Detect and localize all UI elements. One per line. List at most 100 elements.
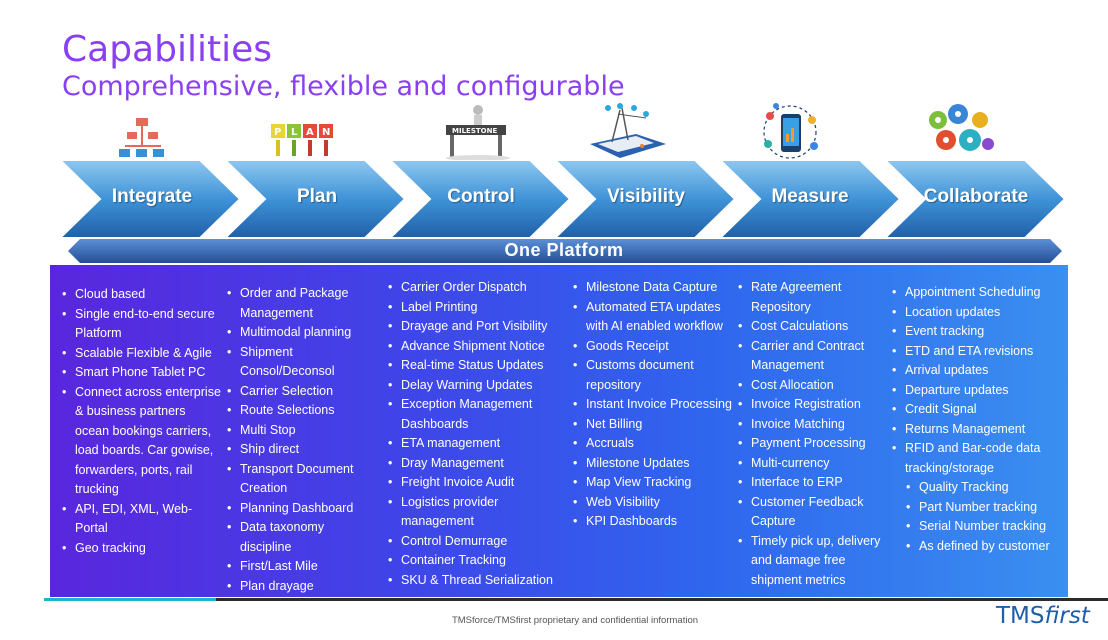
list-item: Goods Receipt <box>573 337 733 357</box>
list-item: Multimodal planning <box>227 323 367 343</box>
list-item: Shipment Consol/Deconsol <box>227 343 367 382</box>
list-item: Logistics provider management <box>388 493 560 532</box>
list-item: Payment Processing <box>738 434 888 454</box>
chevron-control <box>388 160 572 238</box>
chevron-plan <box>223 160 407 238</box>
list-item: Multi-currency <box>738 454 888 474</box>
list-item: Multi Stop <box>227 421 367 441</box>
list-item: Exception Management Dashboards <box>388 395 560 434</box>
list-item: Map View Tracking <box>573 473 733 493</box>
list-item: Event tracking <box>892 322 1064 342</box>
list-item: Cost Allocation <box>738 376 888 396</box>
list-item: Location updates <box>892 303 1064 323</box>
confidentiality-notice: TMSforce/TMSfirst proprietary and confid… <box>451 615 699 626</box>
list-item: Planning Dashboard <box>227 499 367 519</box>
list-item: Drayage and Port Visibility <box>388 317 560 337</box>
list-item: Delay Warning Updates <box>388 376 560 396</box>
list-item: First/Last Mile <box>227 557 367 577</box>
list-item: Transport Document Creation <box>227 460 367 499</box>
svg-text:MILESTONE: MILESTONE <box>452 127 497 135</box>
platform-arrow-bar <box>68 239 1062 263</box>
footer-divider <box>216 598 1108 601</box>
list-item: Invoice Matching <box>738 415 888 435</box>
list-item: Route Selections <box>227 401 367 421</box>
list-item: Timely pick up, delivery and damage free… <box>738 532 888 591</box>
logo-main-text: TMS <box>996 603 1045 629</box>
stage-label-integrate: Integrate <box>111 186 193 207</box>
plan-blocks-icon: P L A N <box>271 124 333 156</box>
list-item: Advance Shipment Notice <box>388 337 560 357</box>
list-item: Freight Invoice Audit <box>388 473 560 493</box>
stage-label-measure: Measure <box>771 186 849 207</box>
platform-label: One Platform <box>504 240 624 260</box>
collaborate-list: Appointment Scheduling Location updates … <box>892 283 1064 556</box>
list-item: Plan drayage <box>227 577 367 597</box>
list-item: ETD and ETA revisions <box>892 342 1064 362</box>
milestone-figure-icon: MILESTONE <box>446 105 510 161</box>
list-item: Ship direct <box>227 440 367 460</box>
sub-list-item: As defined by customer <box>906 537 1064 557</box>
list-item: Automated ETA updates with AI enabled wo… <box>573 298 733 337</box>
gears-collaboration-icon <box>929 104 994 151</box>
list-item: Customer Feedback Capture <box>738 493 888 532</box>
control-list: Carrier Order Dispatch Label Printing Dr… <box>388 278 560 590</box>
list-item: Carrier Order Dispatch <box>388 278 560 298</box>
list-item: ETA management <box>388 434 560 454</box>
visibility-list: Milestone Data Capture Automated ETA upd… <box>573 278 733 532</box>
list-item: Milestone Data Capture <box>573 278 733 298</box>
footer-divider-accent <box>44 598 216 601</box>
chevron-integrate <box>60 160 242 238</box>
list-item: Web Visibility <box>573 493 733 513</box>
list-item: Returns Management <box>892 420 1064 440</box>
list-item: Order and Package Management <box>227 284 367 323</box>
stage-label-collaborate: Collaborate <box>923 186 1029 207</box>
list-item: Rate Agreement Repository <box>738 278 888 317</box>
chevron-collaborate <box>883 160 1067 238</box>
list-item: Carrier Selection <box>227 382 367 402</box>
list-item: Control Demurrage <box>388 532 560 552</box>
chevron-visibility <box>553 160 737 238</box>
stage-label-control: Control <box>447 186 515 207</box>
org-chart-icon <box>119 118 164 157</box>
list-item: Data taxonomy discipline <box>227 518 367 557</box>
page-title: Capabilities <box>62 29 272 70</box>
svg-text:A: A <box>306 127 314 138</box>
stage-label-visibility: Visibility <box>607 186 685 207</box>
list-item: API, EDI, XML, Web-Portal <box>62 500 222 539</box>
list-item: SKU & Thread Serialization <box>388 571 560 591</box>
svg-text:P: P <box>274 127 281 138</box>
list-item: Real-time Status Updates <box>388 356 560 376</box>
list-item: Milestone Updates <box>573 454 733 474</box>
list-item: Single end-to-end secure Platform <box>62 305 222 344</box>
list-item: Instant Invoice Processing <box>573 395 733 415</box>
list-item: Interface to ERP <box>738 473 888 493</box>
list-item: Scalable Flexible & Agile <box>62 344 222 364</box>
integrate-list: Cloud based Single end-to-end secure Pla… <box>62 285 222 558</box>
list-item: Invoice Registration <box>738 395 888 415</box>
chevron-measure <box>718 160 902 238</box>
stage-label-plan: Plan <box>296 186 338 207</box>
sub-list-item: Part Number tracking <box>906 498 1064 518</box>
list-item: Cloud based <box>62 285 222 305</box>
list-item: Credit Signal <box>892 400 1064 420</box>
list-item: Arrival updates <box>892 361 1064 381</box>
list-item: Connect across enterprise & business par… <box>62 383 222 500</box>
svg-text:N: N <box>322 127 330 138</box>
list-item: Label Printing <box>388 298 560 318</box>
page-subtitle: Comprehensive, flexible and configurable <box>62 71 625 102</box>
list-item: Accruals <box>573 434 733 454</box>
list-item: Dray Management <box>388 454 560 474</box>
logo-accent-text: first <box>1044 603 1090 629</box>
mobile-analytics-icon <box>763 103 818 159</box>
measure-list: Rate Agreement Repository Cost Calculati… <box>738 278 888 590</box>
list-item: Net Billing <box>573 415 733 435</box>
list-item: KPI Dashboards <box>573 512 733 532</box>
sub-list-item: Quality Tracking <box>906 478 1064 498</box>
list-item: Smart Phone Tablet PC <box>62 363 222 383</box>
list-item: Customs document repository <box>573 356 733 395</box>
list-item: Container Tracking <box>388 551 560 571</box>
tmsfirst-logo: TMSfirst <box>996 603 1090 629</box>
svg-text:L: L <box>291 127 298 138</box>
list-item: RFID and Bar-code data tracking/storage <box>892 439 1064 478</box>
list-item: Cost Calculations <box>738 317 888 337</box>
